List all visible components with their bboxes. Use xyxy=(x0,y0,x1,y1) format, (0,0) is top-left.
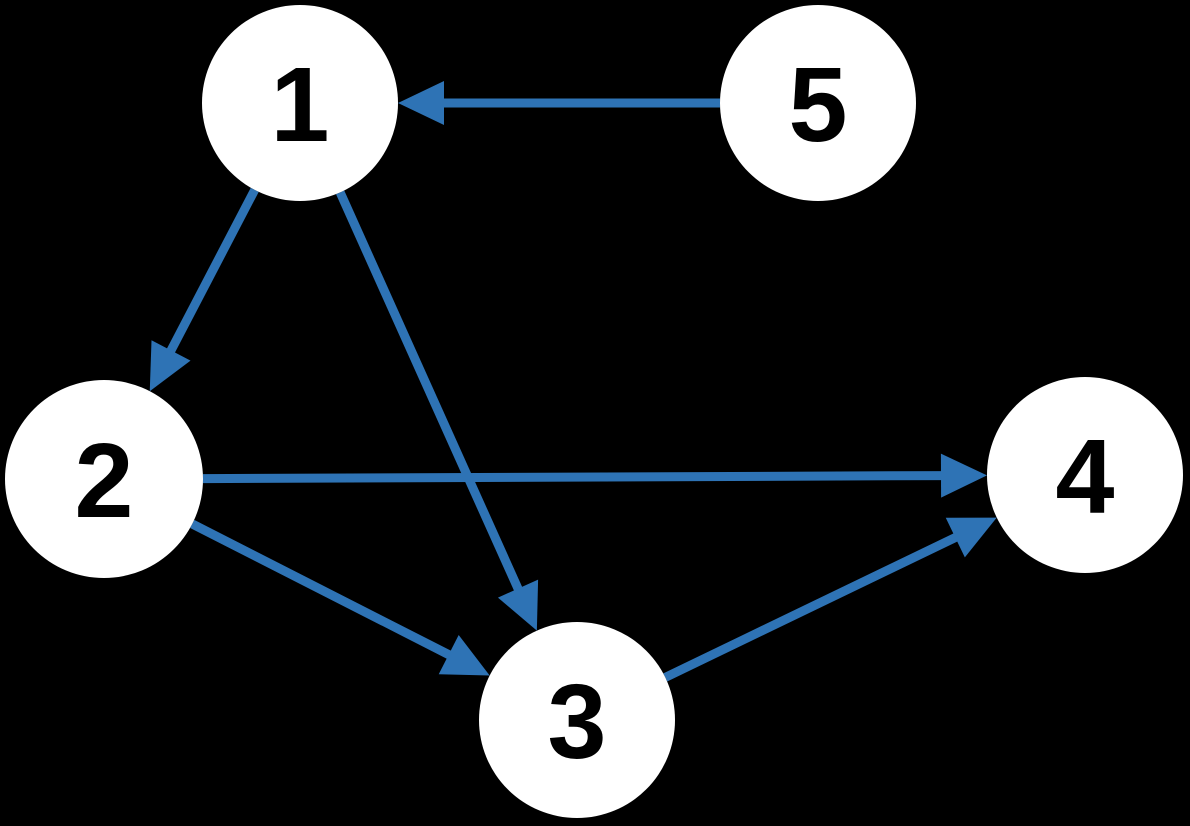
node-label-4: 4 xyxy=(1056,418,1115,536)
node-circle-1 xyxy=(202,5,398,201)
node-4: 4 xyxy=(987,377,1183,573)
edge-1-to-3 xyxy=(336,190,539,631)
edges-layer xyxy=(149,81,997,682)
node-5: 5 xyxy=(720,5,916,201)
node-label-5: 5 xyxy=(789,46,848,164)
node-circle-3 xyxy=(479,622,675,818)
arrowhead-1-3 xyxy=(497,579,539,631)
arrowhead-2-4 xyxy=(940,453,988,498)
node-1: 1 xyxy=(202,5,398,201)
node-label-3: 3 xyxy=(548,663,607,781)
edge-2-to-4 xyxy=(202,453,988,498)
edge-5-to-1 xyxy=(398,81,720,125)
node-2: 2 xyxy=(5,380,203,578)
edge-3-to-4 xyxy=(663,517,997,682)
arrowhead-1-2 xyxy=(149,340,191,392)
edge-line-2-4 xyxy=(202,471,946,484)
node-label-2: 2 xyxy=(75,422,134,540)
node-circle-2 xyxy=(5,380,203,578)
arrowhead-5-1 xyxy=(398,81,444,125)
arrowhead-2-3 xyxy=(438,635,490,676)
edge-2-to-3 xyxy=(190,519,490,676)
node-circle-4 xyxy=(987,377,1183,573)
edge-1-to-2 xyxy=(149,187,259,392)
node-label-1: 1 xyxy=(271,46,330,164)
edge-line-2-3 xyxy=(190,519,455,661)
arrowhead-3-4 xyxy=(945,517,997,558)
edge-line-3-4 xyxy=(663,531,961,682)
edge-line-1-2 xyxy=(165,187,259,357)
node-circle-5 xyxy=(720,5,916,201)
nodes-layer: 1 2 3 4 5 xyxy=(5,5,1183,818)
edge-line-1-3 xyxy=(336,190,524,595)
node-3: 3 xyxy=(479,622,675,818)
